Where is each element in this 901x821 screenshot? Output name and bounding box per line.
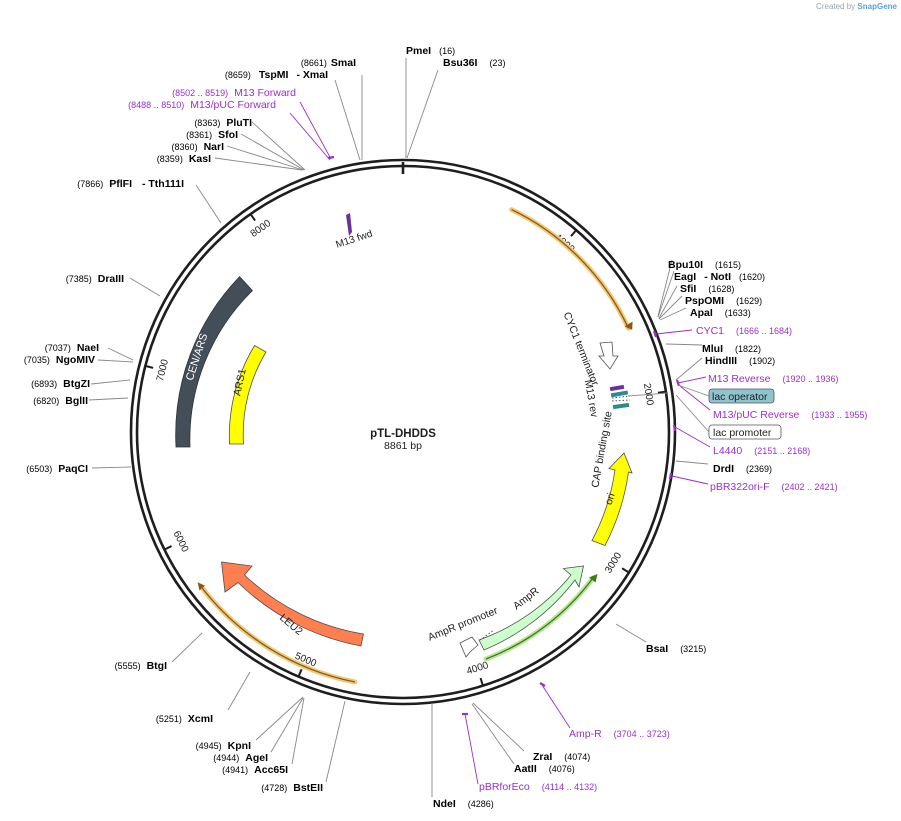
enzyme-bsai: BsaI(3215)	[646, 643, 706, 655]
enzyme-sfii: SfiI(1628)	[680, 283, 734, 295]
primer-m13-puc-forward: (8488 .. 8510)M13/pUC Forward	[128, 99, 276, 111]
enzyme-pspomi: PspOMI(1629)	[685, 295, 762, 307]
enzyme-acc65i: (4941)Acc65I	[222, 764, 288, 776]
enzyme-eagi: EagI- NotI(1620)	[674, 271, 765, 283]
backbone-outer-circle	[129, 158, 677, 706]
enzyme-bglii: (6820)BglII	[33, 395, 88, 407]
enzyme-btgi: (5555)BtgI	[115, 660, 168, 672]
tick-mark-3000	[621, 567, 630, 574]
orf-arrowhead-ampr	[589, 574, 598, 583]
enzyme-kasi: (8359)KasI	[157, 153, 211, 165]
feature-m13-fwd	[346, 213, 352, 236]
enzyme-agei: (4944)AgeI	[213, 752, 268, 764]
enzyme-pmei: PmeI(16)	[406, 45, 455, 57]
tick-label-3000: 3000	[603, 550, 624, 575]
primer-m13-puc-reverse: M13/pUC Reverse(1933 .. 1955)	[713, 409, 867, 421]
primer-l4440: L4440(2151 .. 2168)	[713, 445, 810, 457]
lac-operator-connector	[677, 384, 710, 397]
lac-promoter-connector	[675, 394, 710, 433]
feature-cen-ars	[175, 276, 253, 448]
primer-labels: (8502 .. 8519)M13 Forward (8488 .. 8510)…	[128, 87, 867, 793]
enzyme-ndei: NdeI(4286)	[433, 798, 494, 810]
enzyme-smai: (8661)SmaI	[301, 57, 356, 69]
enzyme-paqci: (6503)PaqCI	[26, 463, 88, 475]
orf-arrow-leu2	[200, 586, 356, 683]
tick-label-4000: 4000	[465, 660, 490, 677]
enzyme-nari: (8360)NarI	[172, 141, 225, 153]
enzyme-bsu36i: Bsu36I(23)	[443, 57, 505, 69]
primer-cyc1: CYC1(1666 .. 1684)	[696, 325, 792, 337]
lac-promoter-label: lac promoter	[713, 427, 772, 439]
tick-mark-8000	[249, 213, 256, 222]
feature-label-cap-binding-site: CAP binding site	[589, 410, 614, 489]
enzyme-apai: ApaI(1633)	[690, 307, 751, 319]
feature-ampr	[478, 565, 585, 651]
orf-arrowhead-leu2	[197, 582, 205, 591]
enzyme-drdi: DrdI(2369)	[713, 463, 772, 475]
tick-mark-6000	[163, 545, 173, 551]
tick-label-7000: 7000	[155, 358, 171, 383]
tick-mark-5000	[297, 668, 303, 677]
enzyme-naei: (7037)NaeI	[45, 342, 99, 354]
feature-label-cyc1-terminator: CYC1 terminator	[561, 310, 602, 387]
enzyme-hindiii: HindIII(1902)	[705, 355, 775, 367]
feature-label-m13-fwd: M13 fwd	[335, 229, 374, 251]
enzyme-sfoi: (8361)SfoI	[186, 129, 238, 141]
ampr-promoter-dotted-line	[479, 629, 495, 641]
enzyme-bsteii: (4728)BstEII	[261, 782, 323, 794]
feature-cap-binding-site	[612, 402, 630, 410]
orf-arrow-ampr	[485, 577, 594, 660]
enzyme-bpu10i: Bpu10I(1615)	[668, 259, 741, 271]
lac-dotted-line-2	[611, 399, 631, 402]
enzyme-aatii: AatII(4076)	[514, 763, 575, 775]
enzyme-pluti: (8363)PluTI	[194, 117, 252, 129]
tick-mark-7000	[145, 364, 154, 369]
feature-label-ori: ori	[603, 492, 618, 507]
feature-m13-rev	[609, 384, 625, 392]
connector-lines	[88, 58, 709, 797]
orf-arrow-top	[511, 209, 629, 329]
snapgene-credit: Created by SnapGene	[816, 2, 897, 11]
enzyme-zrai: ZraI(4074)	[533, 751, 590, 763]
plasmid-name: pTL-DHDDS	[370, 428, 436, 440]
tick-mark-2000	[657, 390, 667, 394]
enzyme-btgzi: (6893)BtgZI	[31, 378, 90, 390]
enzyme-ngomiv: (7035)NgoMIV	[24, 354, 95, 366]
primer-m13-forward: (8502 .. 8519)M13 Forward	[172, 87, 296, 99]
feature-cyc1-terminator	[598, 341, 619, 370]
feature-leu2	[221, 561, 364, 647]
feature-lac-operator	[610, 390, 629, 398]
lac-operator-label: lac operator	[712, 391, 768, 403]
orf-outline-ampr	[483, 575, 596, 662]
feature-ars1	[228, 344, 267, 445]
tick-label-8000: 8000	[249, 218, 274, 240]
enzyme-xcmi: (5251)XcmI	[156, 713, 213, 725]
plasmid-length: 8861 bp	[384, 440, 422, 452]
orf-arrowhead-top	[624, 321, 633, 330]
credit-prefix: Created by	[816, 2, 856, 11]
primer-amp-r: Amp-R(3704 .. 3723)	[569, 728, 670, 740]
tick-mark-4000	[479, 677, 484, 687]
enzyme-pflfi: (7866)PflFI- Tth111I	[77, 178, 184, 190]
snapgene-logo: SnapGene	[857, 2, 897, 11]
lac-dotted-line	[611, 395, 631, 399]
primer-connectors	[289, 101, 711, 785]
feature-ampr-promoter	[459, 636, 479, 658]
lac-feature-connector	[627, 392, 669, 397]
primer-pbr322ori-f: pBR322ori-F(2402 .. 2421)	[710, 481, 838, 493]
tick-label-6000: 6000	[171, 529, 191, 554]
enzyme-mlui: MluI(1822)	[702, 343, 761, 355]
feature-ori	[591, 452, 633, 547]
enzyme-kpni: (4945)KpnI	[196, 740, 251, 752]
tick-mark-1000	[570, 229, 577, 237]
primer-pbrforeco: pBRforEco(4114 .. 4132)	[479, 781, 597, 793]
enzyme-draiii: (7385)DraIII	[66, 273, 124, 285]
primer-m13-reverse: M13 Reverse(1920 .. 1936)	[708, 373, 839, 385]
feature-label-ars1: ARS1	[231, 368, 248, 397]
enzyme-tspmi: (8659)TspMI- XmaI	[225, 69, 328, 81]
enzyme-labels: PmeI(16) Bsu36I(23) (8661)SmaI (8659)Tsp…	[24, 45, 775, 810]
